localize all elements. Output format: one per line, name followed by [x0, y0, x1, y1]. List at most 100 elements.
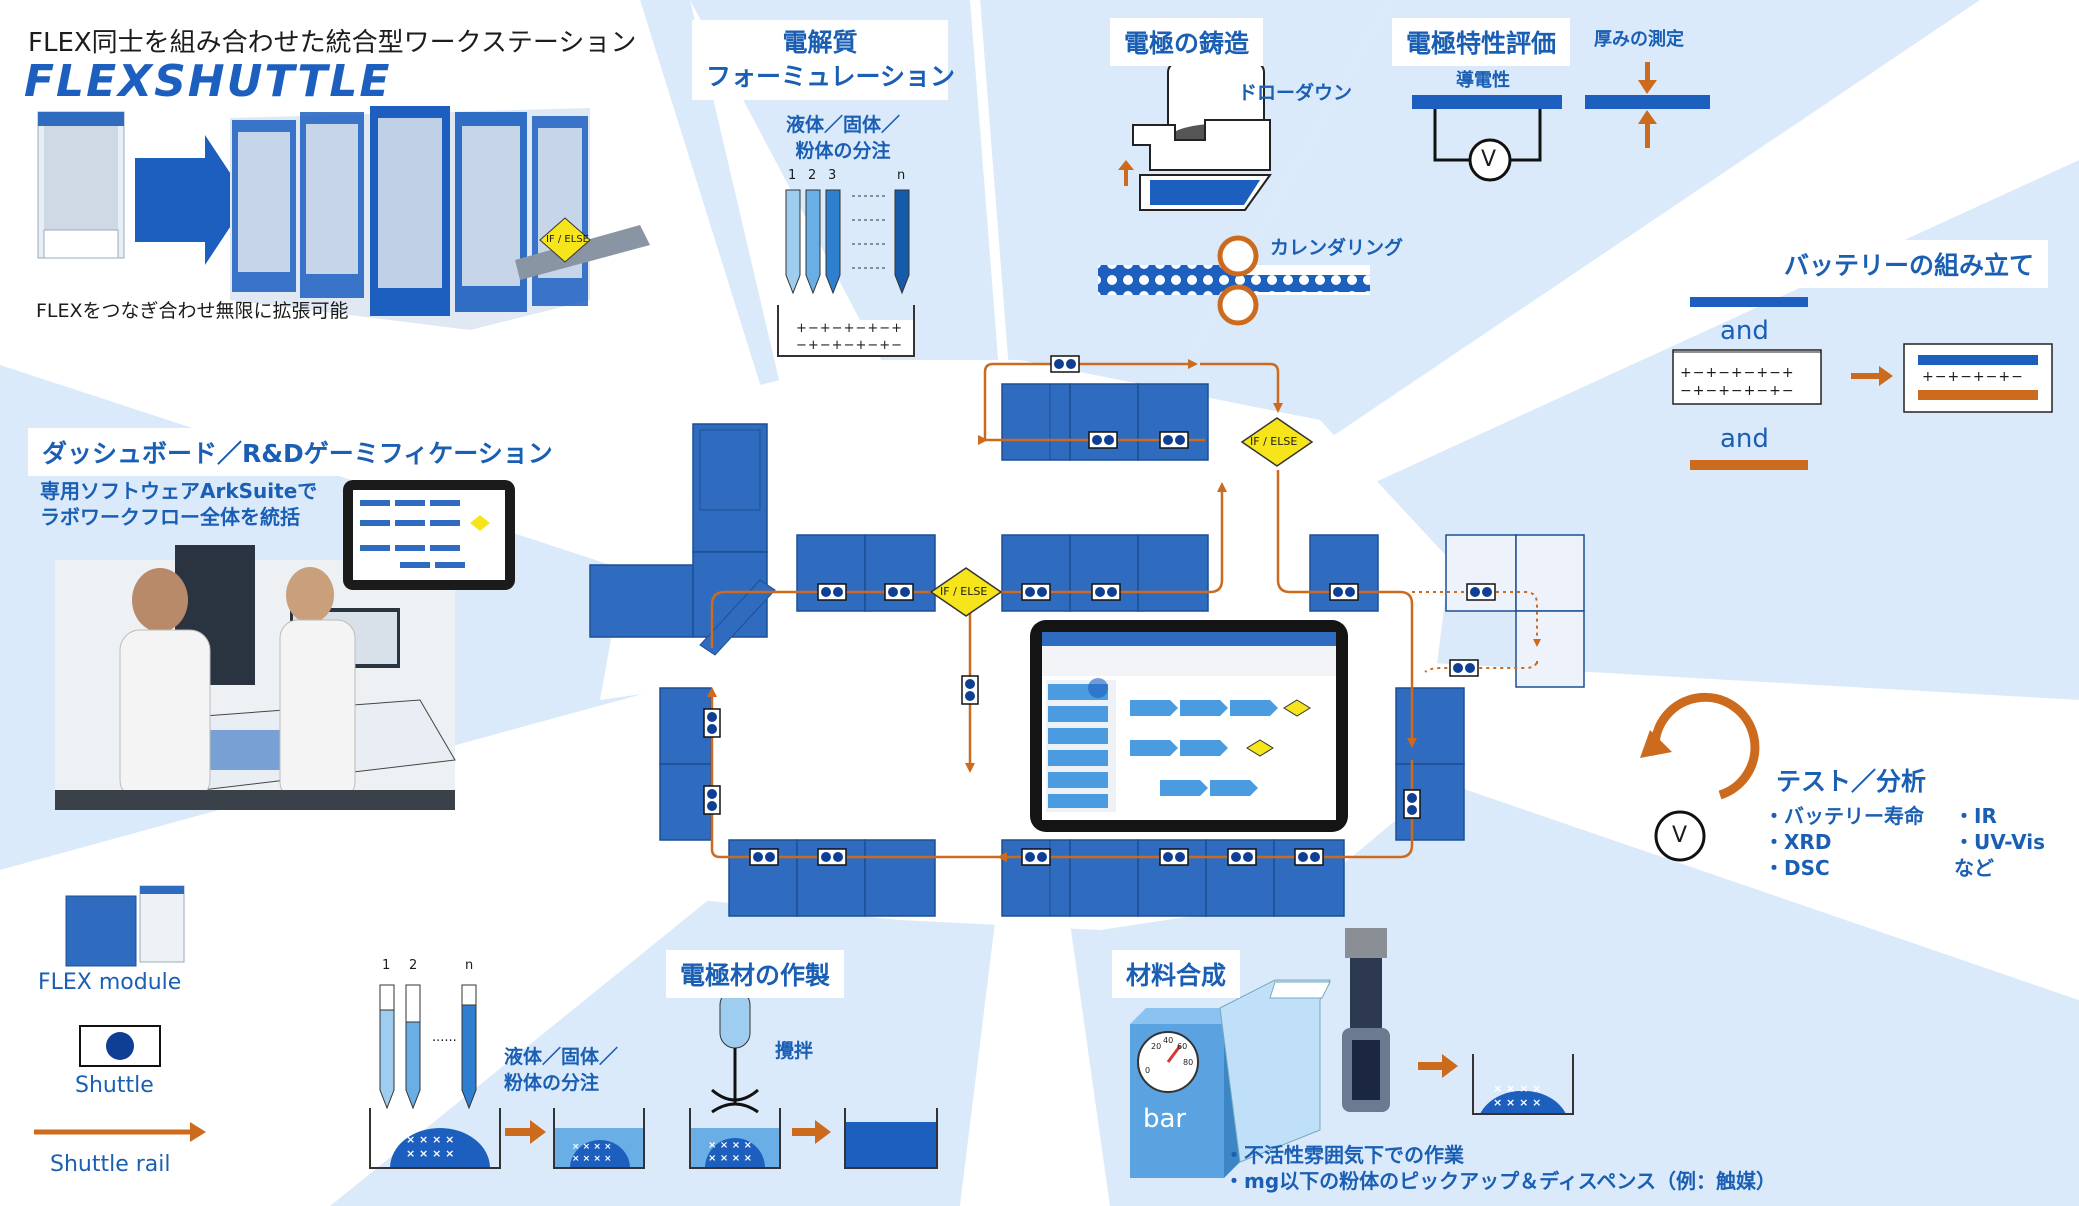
expand-arrow — [135, 135, 248, 265]
tablet-thumbnail — [343, 480, 515, 590]
gauge-tick: 80 — [1183, 1058, 1194, 1067]
dashboard-desc: 専用ソフトウェアArkSuiteで ラボワークフロー全体を統括 — [40, 478, 317, 530]
particle-row: × × × × — [708, 1153, 752, 1164]
orange-arrow — [1418, 1054, 1458, 1078]
assembly-electrolyte-line2: −+−+−+−+− — [1680, 383, 1795, 399]
electrode-beaker-1 — [369, 1108, 501, 1169]
pipette-label-n: n — [897, 168, 906, 183]
electrode-dispense-label: 液体／固体／ 粉体の分注 — [504, 1044, 618, 1096]
electrode-dispense-line2: 粉体の分注 — [504, 1072, 600, 1094]
assembly-electrolyte: +−+−+−+−+ −+−+−+−+− — [1680, 364, 1795, 400]
thickness-gauge — [1585, 62, 1710, 148]
gauge-tick: 40 — [1163, 1036, 1174, 1045]
electrode-beaker-2 — [553, 1108, 645, 1169]
orange-arrow — [505, 1120, 546, 1144]
gauge-tick: 20 — [1151, 1042, 1162, 1051]
angled-module — [699, 579, 776, 656]
pressure-reactor — [1130, 928, 1390, 1178]
legend-rail-label: Shuttle rail — [50, 1152, 171, 1177]
header-subtitle: FLEX同士を組み合わせた統合型ワークステーション — [28, 28, 637, 58]
electrode-pipette-label-2: 2 — [409, 958, 418, 973]
particle-row: × × × × — [406, 1133, 455, 1146]
flex-unit-photo — [37, 111, 125, 259]
testing-item: ・バッテリー寿命 — [1764, 804, 1924, 828]
electrolyte-solution-line2: −+−+−+−+− — [796, 338, 904, 353]
dashboard-desc-line1: 専用ソフトウェアArkSuiteで — [40, 479, 318, 503]
synthesis-particles: × × × × × × × × — [1493, 1082, 1541, 1110]
gauge-unit: bar — [1143, 1104, 1187, 1134]
conductivity-meter-symbol: V — [1481, 147, 1497, 172]
drawdown-apparatus — [1118, 51, 1272, 211]
electrolyte-title: 電解質 フォーミュレーション — [692, 20, 956, 100]
shuttle-dots — [707, 359, 1492, 862]
synthesis-notes: ・不活性雰囲気下での作業 ・mg以下の粉体のピックアップ＆ディスペンス（例：触媒… — [1224, 1142, 1776, 1194]
product-beaker — [1472, 1054, 1574, 1115]
expand-caption: FLEXをつなぎ合わせ無限に拡張可能 — [36, 300, 349, 322]
gauge-tick: 60 — [1177, 1042, 1188, 1051]
synthesis-title: 材料合成 — [1112, 950, 1241, 998]
electrode-pipette-dots: ...... — [432, 1030, 457, 1045]
electrode-particles-3: × × × × × × × × — [708, 1139, 752, 1165]
ifelse-diamond-left — [929, 567, 1003, 617]
thickness-label: 厚みの測定 — [1594, 29, 1684, 50]
dashboard-title: ダッシュボード／R&Dゲーミフィケーション — [28, 428, 567, 476]
electrolyte-pipettes — [785, 189, 910, 295]
assembly-electrolyte-line1: +−+−+−+−+ — [1680, 365, 1795, 381]
electrolyte-title-line1: 電解質 — [782, 28, 858, 57]
ifelse-diamond-top — [1240, 417, 1314, 467]
testing-item: ・DSC — [1764, 856, 1830, 880]
electrolyte-sub-line1: 液体／固体／ — [786, 114, 901, 136]
testing-item: など — [1954, 856, 1994, 880]
electrode-dispense-pipettes — [379, 984, 477, 1110]
testing-items-left: ・バッテリー寿命 ・XRD ・DSC — [1764, 803, 1924, 881]
synthesis-note: ・mg以下の粉体のピックアップ＆ディスペンス（例：触媒） — [1224, 1169, 1776, 1193]
electrolyte-solution-line1: +−+−+−+−+ — [796, 321, 904, 336]
battery-assembly — [1672, 297, 2053, 470]
particle-row: × × × × — [572, 1142, 612, 1152]
assembly-and-1: and — [1720, 316, 1769, 346]
drawdown-label: ドローダウン — [1238, 82, 1353, 104]
testing-item: ・UV-Vis — [1954, 830, 2045, 854]
particle-row: × × × × — [1493, 1096, 1542, 1109]
electrode-beaker-3 — [844, 1108, 938, 1169]
electrode-dispense-line1: 液体／固体／ — [504, 1046, 619, 1068]
cycle-test-meter — [1640, 692, 1760, 862]
legend-graphics — [34, 885, 206, 1142]
electrolyte-title-line2: フォーミュレーション — [706, 62, 956, 91]
dashboard-desc-line2: ラボワークフロー全体を統括 — [40, 505, 300, 529]
calendering-label: カレンダリング — [1270, 237, 1404, 259]
electrode-particles-2: × × × × × × × × — [572, 1141, 612, 1165]
testing-title: テスト／分析 — [1762, 756, 1941, 804]
electrolyte-beaker — [777, 305, 915, 357]
pipette-label-1: 1 — [788, 168, 797, 183]
electrolyte-sub: 液体／固体／ 粉体の分注 — [786, 112, 900, 164]
synthesis-note: ・不活性雰囲気下での作業 — [1224, 1143, 1464, 1167]
legend-shuttle-label: Shuttle — [75, 1073, 154, 1098]
flexshuttle-photo — [230, 106, 650, 330]
stirrer — [689, 989, 781, 1169]
particle-row: × × × × — [1493, 1082, 1542, 1095]
testing-meter-symbol: V — [1672, 823, 1688, 848]
testing-items-right: ・IR ・UV-Vis など — [1954, 803, 2045, 881]
testing-item: ・IR — [1954, 804, 1997, 828]
header-ifelse-diamond — [539, 217, 591, 263]
header-ifelse-label: IF / ELSE — [546, 234, 589, 245]
testing-item: ・XRD — [1764, 830, 1832, 854]
assembly-title: バッテリーの組み立て — [1770, 240, 2049, 288]
electrode-material-title: 電極材の作製 — [666, 950, 845, 998]
dotted-rails — [1412, 591, 1541, 673]
pipette-label-3: 3 — [828, 168, 837, 183]
particle-row: × × × × — [708, 1140, 752, 1151]
electrolyte-sub-line2: 粉体の分注 — [795, 140, 891, 162]
electrode-pipette-label-n: n — [465, 958, 474, 973]
particle-row: × × × × — [572, 1154, 612, 1164]
central-tablet — [1030, 620, 1348, 832]
conductivity-meter — [1412, 95, 1562, 182]
gauge-tick: 0 — [1145, 1066, 1151, 1075]
assembly-cell-line: +−+−+−+− — [1922, 369, 2024, 385]
electrode-particles-1: × × × × × × × × — [406, 1133, 454, 1161]
orange-arrow — [792, 1120, 831, 1144]
particle-row: × × × × — [406, 1147, 455, 1160]
